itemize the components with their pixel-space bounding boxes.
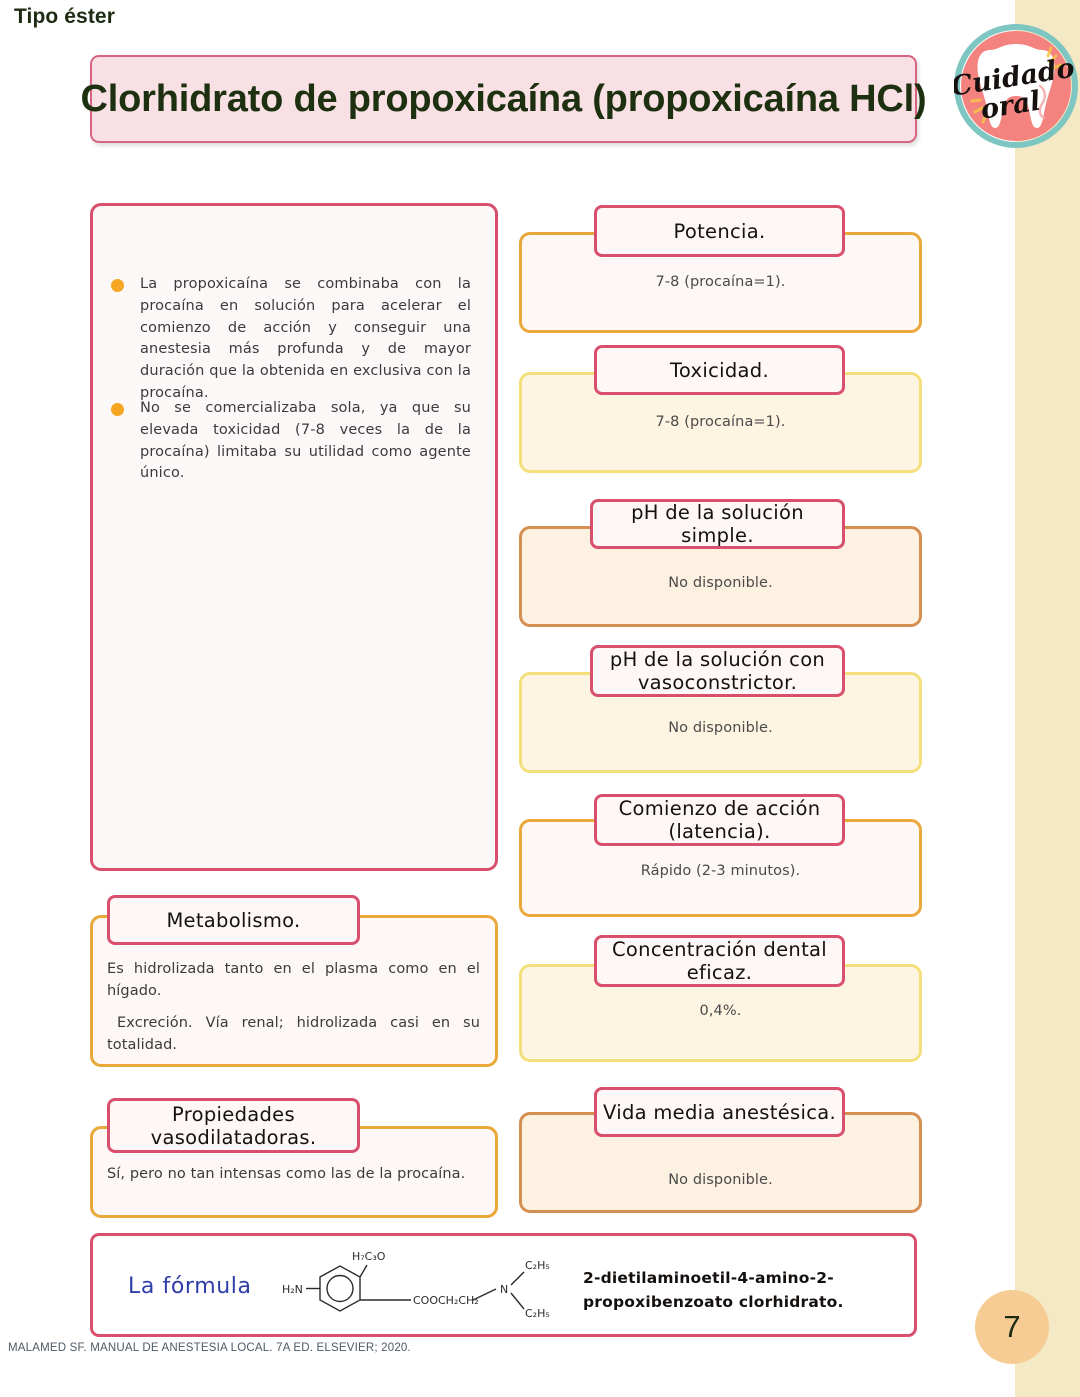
card-title: Comienzo de acción (latencia). bbox=[618, 797, 821, 843]
bullet-dot-icon bbox=[111, 403, 124, 416]
atom-label-ester: COOCH₂CH₂ bbox=[413, 1294, 479, 1307]
card-header: Vida media anestésica. bbox=[594, 1087, 845, 1137]
card-body bbox=[519, 372, 922, 473]
card-value: Rápido (2-3 minutos). bbox=[640, 863, 801, 879]
card-title: Toxicidad. bbox=[670, 358, 769, 382]
cuidado-oral-logo: Cuidado oral bbox=[954, 24, 1078, 148]
page-number-badge: 7 bbox=[975, 1290, 1049, 1364]
section-kicker: Tipo éster bbox=[14, 5, 115, 28]
card-title: Potencia. bbox=[673, 219, 766, 243]
card-paragraph: Es hidrolizada tanto en el plasma como e… bbox=[107, 961, 480, 1000]
card-header: Metabolismo. bbox=[107, 895, 360, 945]
atom-label-ethyl-bottom: C₂H₅ bbox=[525, 1307, 550, 1320]
tooth-logo-icon: Cuidado oral bbox=[954, 24, 1078, 148]
note-item: La propoxicaína se combinaba con la proc… bbox=[111, 274, 471, 405]
note-text: No se comercializaba sola, ya que su ele… bbox=[140, 400, 471, 482]
notes-panel: La propoxicaína se combinaba con la proc… bbox=[90, 203, 498, 871]
chemical-name: 2-dietilaminoetil-4-amino-2-propoxibenzo… bbox=[583, 1269, 844, 1312]
page-title-banner: Clorhidrato de propoxicaína (propoxicaín… bbox=[81, 55, 927, 143]
formula-label: La fórmula bbox=[128, 1274, 252, 1299]
card-title: pH de la solución simple. bbox=[631, 501, 804, 547]
card-title: Vida media anestésica. bbox=[603, 1100, 836, 1124]
bullet-dot-icon bbox=[111, 279, 124, 292]
page-title: Clorhidrato de propoxicaína (propoxicaín… bbox=[80, 77, 927, 120]
card-value: No disponible. bbox=[668, 1172, 773, 1188]
page-side-strip bbox=[1015, 0, 1080, 1397]
card-paragraph: Sí, pero no tan intensas como las de la … bbox=[107, 1166, 466, 1182]
atom-label-ethyl-top: C₂H₅ bbox=[525, 1259, 550, 1272]
card-value: No disponible. bbox=[668, 720, 773, 736]
atom-label-amino: H₂N bbox=[282, 1283, 303, 1296]
card-value: 7-8 (procaína=1). bbox=[655, 274, 786, 290]
card-paragraph: Excreción. Vía renal; hidrolizada casi e… bbox=[107, 1015, 480, 1054]
footer-citation: MALAMED SF. MANUAL DE ANESTESIA LOCAL. 7… bbox=[8, 1342, 411, 1354]
card-body bbox=[519, 526, 922, 627]
card-header: Propiedades vasodilatadoras. bbox=[107, 1098, 360, 1153]
card-header: Comienzo de acción (latencia). bbox=[594, 794, 845, 846]
atom-label-propoxy: H₇C₃O bbox=[352, 1250, 386, 1263]
card-title: Concentración dental eficaz. bbox=[612, 938, 827, 984]
card-header: pH de la solución simple. bbox=[590, 499, 845, 549]
card-header: Toxicidad. bbox=[594, 345, 845, 395]
card-value: No disponible. bbox=[668, 575, 773, 591]
card-value: 0,4%. bbox=[699, 1003, 742, 1019]
card-header: Concentración dental eficaz. bbox=[594, 935, 845, 987]
note-text: La propoxicaína se combinaba con la proc… bbox=[140, 276, 471, 401]
card-value: 7-8 (procaína=1). bbox=[655, 414, 786, 430]
card-header: Potencia. bbox=[594, 205, 845, 257]
card-header: pH de la solución con vasoconstrictor. bbox=[590, 645, 845, 697]
page-number: 7 bbox=[1003, 1309, 1021, 1344]
atom-label-nitrogen: N bbox=[500, 1283, 508, 1296]
card-title: Propiedades vasodilatadoras. bbox=[150, 1102, 317, 1149]
note-item: No se comercializaba sola, ya que su ele… bbox=[111, 398, 471, 485]
formula-panel: La fórmula H₂N H₇C₃O COOCH₂CH₂ N C₂H₅ C₂… bbox=[90, 1233, 917, 1337]
chemical-structure-diagram: H₂N H₇C₃O COOCH₂CH₂ N C₂H₅ C₂H₅ bbox=[282, 1250, 550, 1320]
card-title: Metabolismo. bbox=[166, 908, 301, 932]
card-title: pH de la solución con vasoconstrictor. bbox=[609, 648, 826, 694]
